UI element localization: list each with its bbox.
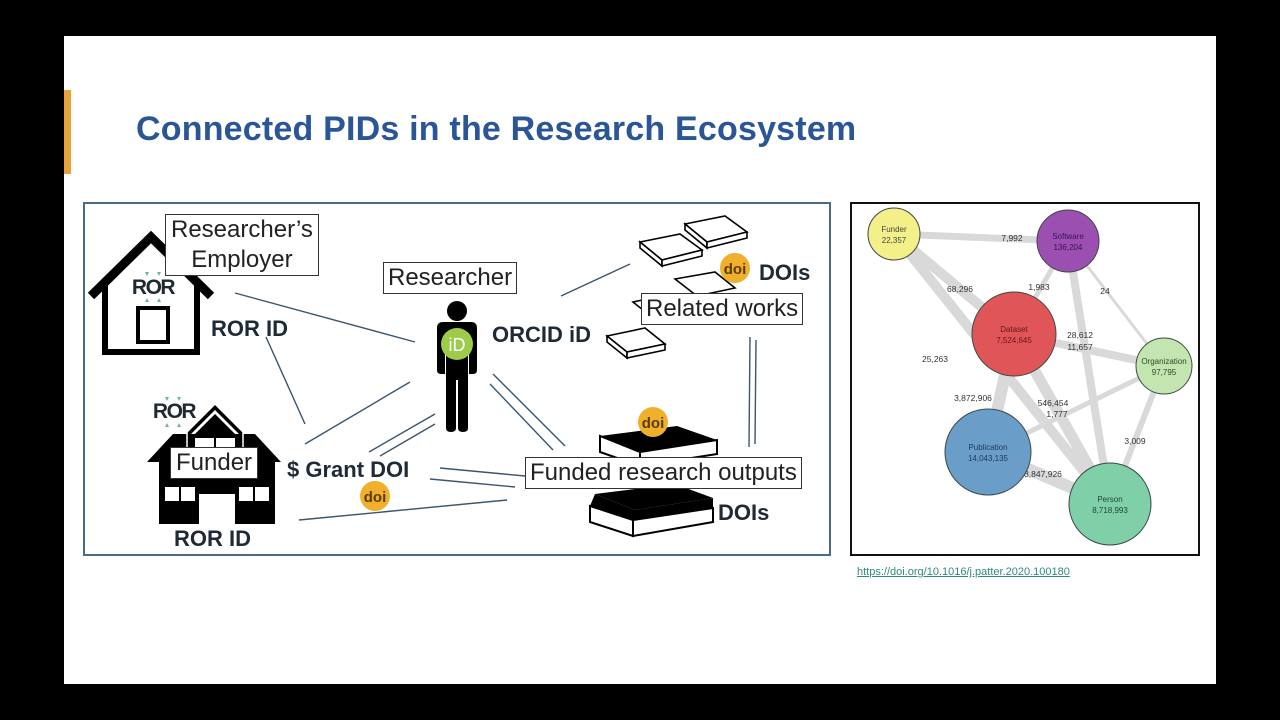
orcid-icon: iD — [441, 328, 473, 360]
line-grant-outputs-1 — [439, 467, 526, 477]
node-count-publication: 14,043,135 — [968, 454, 1009, 463]
line-researcher-outputs-1 — [489, 383, 554, 451]
books-icon — [589, 426, 718, 538]
employer-label-line2: Employer — [191, 246, 293, 273]
node-circle-funder — [867, 207, 921, 261]
line-rorid-grant — [265, 336, 306, 425]
edge-label-funder-person: 25,263 — [922, 354, 948, 364]
node-count-funder: 22,357 — [882, 236, 907, 245]
edge-label-dataset-organization: 11,657 — [1067, 342, 1093, 352]
grant-doi-label: $ Grant DOI — [287, 457, 410, 482]
svg-text:ROR: ROR — [132, 276, 176, 299]
edge-label-dataset-organization: 28,612 — [1067, 330, 1093, 340]
house-icon — [87, 230, 215, 355]
svg-text:ROR: ROR — [153, 400, 197, 423]
edge-label-dataset-person: 546,454 — [1038, 398, 1069, 408]
network-node-person: Person 8,718,993 — [1068, 462, 1152, 546]
network-graph: 7,992 68,296 25,263 1,983 24 28,612 3,872,906 5… — [867, 207, 1193, 546]
doi-icon: doi — [638, 407, 668, 437]
doi-icon: doi — [720, 253, 750, 283]
edge-label-funder-software: 7,992 — [1001, 233, 1023, 243]
network-node-publication: Publication 14,043,135 — [944, 408, 1032, 496]
slide: Connected PIDs in the Research Ecosystem — [64, 36, 1216, 684]
node-count-organization: 97,795 — [1152, 368, 1177, 377]
svg-text:doi: doi — [642, 415, 665, 432]
node-count-software: 136,204 — [1054, 243, 1083, 252]
node-circle-organization — [1135, 337, 1193, 395]
pid-ecosystem-diagram: ROR ROR — [83, 202, 831, 556]
line-grant-researcher-2 — [379, 423, 436, 457]
node-label-publication: Publication — [968, 443, 1007, 452]
node-circle-software — [1036, 209, 1100, 273]
node-circle-dataset — [971, 291, 1057, 377]
network-node-funder: Funder 22,357 — [867, 207, 921, 261]
orcid-id-label: ORCID iD — [492, 322, 591, 347]
node-label-funder: Funder — [881, 225, 907, 234]
line-funder-outputs — [298, 499, 508, 521]
person-icon — [437, 301, 477, 432]
edge-label-software-dataset: 1,983 — [1028, 282, 1050, 292]
doi-icon: doi — [360, 481, 390, 511]
funded-outputs-label: Funded research outputs — [525, 457, 802, 489]
network-node-organization: Organization 97,795 — [1135, 337, 1193, 395]
svg-text:doi: doi — [724, 261, 747, 278]
ror-logo-icon: ROR — [132, 272, 177, 302]
line-grant-outputs-2 — [429, 478, 516, 488]
employer-label-line1: Researcher’s — [171, 216, 313, 243]
node-circle-publication — [944, 408, 1032, 496]
line-related-outputs-1 — [748, 336, 751, 448]
node-label-person: Person — [1097, 495, 1122, 504]
ror-logo-icon: ROR — [153, 397, 198, 427]
network-node-software: Software 136,204 — [1036, 209, 1100, 273]
edge-label-dataset-publication: 3,872,906 — [954, 393, 992, 403]
outputs-dois-label: DOIs — [718, 500, 770, 525]
line-funder-researcher — [304, 381, 411, 445]
svg-text:doi: doi — [364, 489, 387, 506]
svg-text:iD: iD — [449, 335, 466, 355]
node-label-software: Software — [1052, 232, 1084, 241]
node-count-dataset: 7,524,645 — [996, 336, 1032, 345]
line-researcher-related — [560, 263, 631, 297]
page-title: Connected PIDs in the Research Ecosystem — [136, 110, 857, 148]
edge-label-organization-person: 3,009 — [1124, 436, 1146, 446]
edge-label-publication-organization: 1,777 — [1046, 409, 1068, 419]
related-dois-label: DOIs — [759, 260, 811, 285]
related-works-label: Related works — [641, 293, 804, 325]
node-label-organization: Organization — [1141, 357, 1186, 366]
edge-label-publication-person: 3,847,926 — [1024, 469, 1062, 479]
funder-label: Funder — [170, 447, 259, 479]
node-count-person: 8,718,993 — [1092, 506, 1128, 515]
edge-label-software-organization: 24 — [1100, 286, 1110, 296]
node-circle-person — [1068, 462, 1152, 546]
network-edge-software-person — [1064, 240, 1114, 505]
line-grant-researcher-1 — [368, 413, 436, 453]
researcher-label: Researcher — [383, 262, 518, 294]
accent-bar — [64, 90, 71, 174]
employer-label: Researcher’s Employer — [165, 214, 319, 276]
funder-ror-id-label: ROR ID — [174, 526, 251, 551]
employer-ror-id-label: ROR ID — [211, 316, 288, 341]
line-related-outputs-2 — [754, 339, 757, 445]
source-doi-link[interactable]: https://doi.org/10.1016/j.patter.2020.10… — [857, 566, 1070, 578]
line-employer-researcher — [234, 292, 416, 343]
pid-graph-network: 7,992 68,296 25,263 1,983 24 28,612 3,872,906 5… — [850, 202, 1200, 556]
books-icon — [605, 215, 749, 360]
line-researcher-outputs-2 — [492, 373, 566, 447]
edge-label-funder-dataset: 68,296 — [947, 284, 973, 294]
network-node-dataset: Dataset 7,524,645 — [971, 291, 1057, 377]
node-label-dataset: Dataset — [1000, 325, 1028, 334]
